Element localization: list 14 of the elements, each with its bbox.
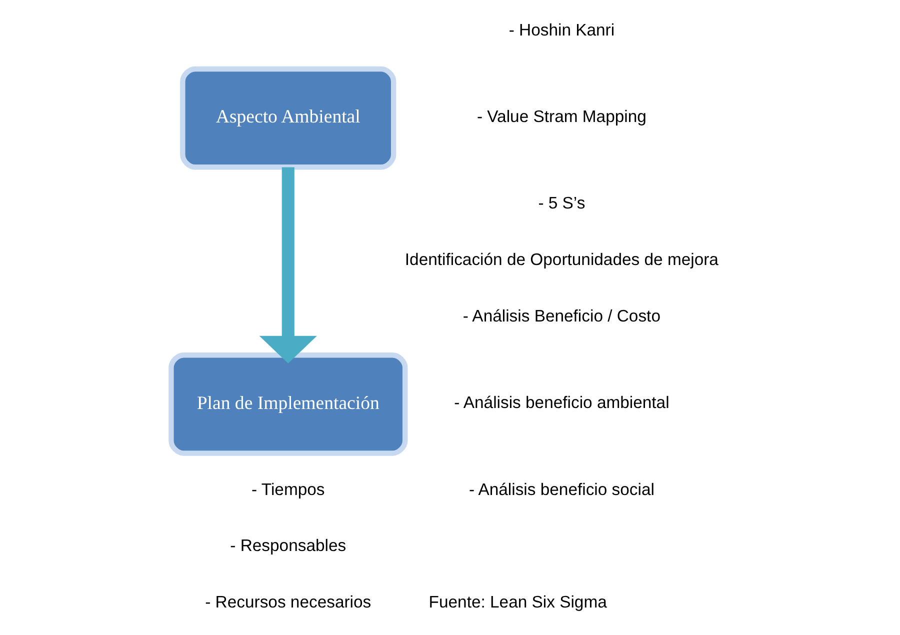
label: - 5 S’s [538, 194, 585, 213]
node-box: Aspecto Ambiental [180, 66, 396, 170]
node-box: Plan de Implementación [168, 352, 408, 456]
label: - Recursos necesarios [204, 592, 371, 612]
label: - Análisis Beneficio / Costo [462, 306, 660, 326]
arrow [258, 167, 316, 364]
label: Identificación de Oportunidades de mejora [404, 250, 718, 270]
label: - Análisis beneficio social [468, 480, 654, 499]
label: - Tiempos [250, 480, 324, 499]
label: - Value Stram Mapping [476, 107, 646, 126]
label: - Responsables [230, 536, 346, 556]
label: - Hoshin Kanri [508, 20, 614, 40]
label: Fuente: Lean Six Sigma [428, 592, 606, 612]
label: - Análisis beneficio ambiental [454, 393, 669, 412]
